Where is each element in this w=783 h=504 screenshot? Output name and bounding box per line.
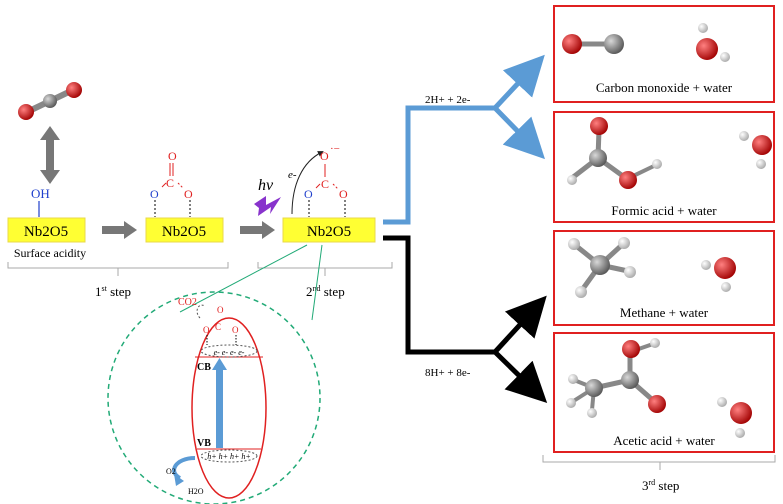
adsorbate-c: C [321, 177, 329, 191]
product-label: Acetic acid + water [613, 433, 715, 448]
light-label: hv [258, 177, 274, 194]
step-2-label: 2nd step [306, 284, 345, 299]
surface-label: Nb2O5 [162, 224, 206, 240]
conduction-electrons: e- e- e- e- [214, 348, 245, 357]
product-label: Carbon monoxide + water [596, 80, 733, 95]
co2-molecule [18, 82, 82, 120]
adsorbate-o-right: O [184, 187, 193, 201]
step-3-label: 3rd step [642, 478, 679, 493]
arrow-surface-1-to-2 [102, 221, 137, 239]
adsorbate-o-left: O [304, 187, 313, 201]
surface-label: Nb2O5 [24, 224, 68, 240]
zoom-lines [179, 244, 323, 321]
valence-holes: h+ h+ h+ h+ [207, 452, 251, 461]
product-label: Formic acid + water [611, 203, 717, 218]
electron-transfer-arrow [291, 151, 324, 215]
adsorbate-o-top: O [320, 149, 329, 163]
arrow-surface-2-to-3 [240, 221, 275, 239]
surface-2: O C O O Nb2O5 [145, 149, 224, 243]
upper-pathway [383, 54, 545, 225]
step-3-bracket [542, 455, 776, 470]
upper-pathway-reagent: 2H+ + 2e- [425, 94, 471, 106]
adsorbate-o-right: O [339, 187, 348, 201]
h2o-label: H2O [188, 487, 204, 496]
lower-pathway-reagent: 8H+ + 8e- [425, 367, 471, 379]
co2-label: CO2 [178, 297, 197, 308]
photon-flash-icon [254, 196, 281, 216]
band-diagram-inset: e- e- e- e- h+ h+ h+ h+ CB VB CO2 O C O … [107, 291, 321, 504]
cb-label: CB [197, 362, 211, 373]
product-box-methane: Methane + water [553, 230, 775, 326]
product-box-acetic-acid: Acetic acid + water [553, 332, 775, 453]
adsorbate-o-left: O [150, 187, 159, 201]
surface-label: Nb2O5 [307, 224, 351, 240]
adsorbate-c: C [166, 176, 174, 190]
surface-3: e- O ·− C O O Nb2O5 [282, 143, 376, 243]
radical-charge: ·− [330, 143, 340, 155]
surface-caption: Surface acidity [14, 246, 86, 260]
surface-1: OH Nb2O5 Surface acidity [7, 186, 86, 260]
step-2-bracket [257, 262, 393, 276]
adsorption-double-arrow [40, 126, 60, 184]
inset-o-left: O [203, 325, 210, 335]
product-box-formic-acid: Formic acid + water [553, 111, 775, 223]
step-1-label: 1st step [95, 284, 131, 299]
product-box-carbon-monoxide: Carbon monoxide + water [553, 5, 775, 103]
o2-label: O2 [166, 467, 176, 476]
inset-c: C [215, 322, 221, 332]
vb-label: VB [197, 438, 211, 449]
hydroxyl-label: OH [31, 186, 50, 201]
lower-pathway [383, 235, 548, 403]
product-label: Methane + water [620, 305, 709, 320]
adsorbate-o-top: O [168, 149, 177, 163]
inset-o-right: O [232, 325, 239, 335]
electron-label: e- [288, 169, 297, 181]
step-1-bracket [7, 262, 229, 276]
inset-o-top: O [217, 305, 224, 315]
